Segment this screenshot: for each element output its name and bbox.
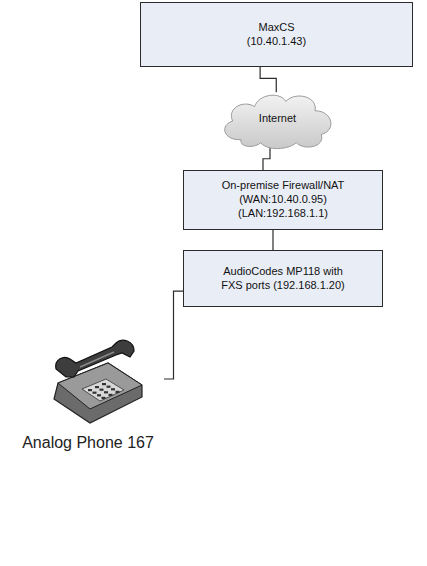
handset <box>56 340 134 377</box>
phone-illustration <box>50 333 146 425</box>
node-label: On-premise Firewall/NAT (WAN:10.40.0.95)… <box>217 179 349 220</box>
gateway-box: AudioCodes MP118 with FXS ports (192.168… <box>183 250 383 307</box>
network-link <box>260 67 276 92</box>
analog-phone: Analog Phone 167 <box>12 333 164 457</box>
keypad-keys <box>88 383 120 399</box>
network-link <box>272 230 273 250</box>
node-label: AudioCodes MP118 with FXS ports (192.168… <box>220 265 346 293</box>
network-link <box>263 148 270 170</box>
firewall-box: On-premise Firewall/NAT (WAN:10.40.0.95)… <box>183 170 383 230</box>
node-label: Internet <box>259 112 296 126</box>
server-box: MaxCS (10.40.1.43) <box>140 2 413 67</box>
cloud-outline <box>225 95 331 148</box>
node-label: MaxCS (10.40.1.43) <box>237 21 317 49</box>
keypad <box>82 379 124 401</box>
network-link <box>164 291 183 379</box>
handset-highlight <box>80 352 114 367</box>
internet-cloud: Internet <box>215 88 340 150</box>
device-label: Analog Phone 167 <box>12 433 164 453</box>
